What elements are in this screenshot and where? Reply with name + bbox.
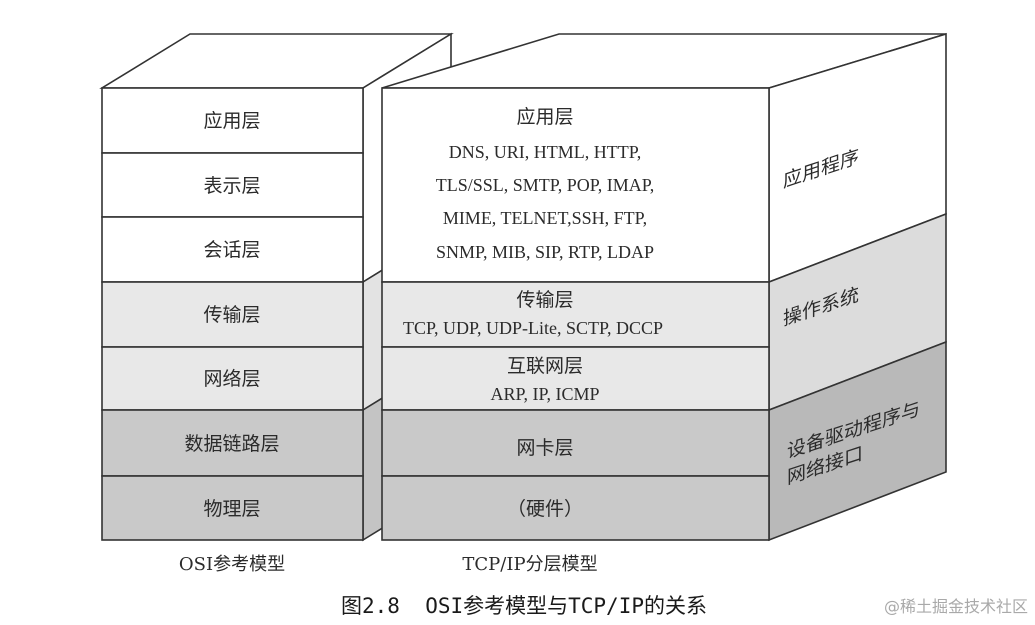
tcpip-layer-transport (381, 281, 770, 348)
osi-layer-label: 网络层 (203, 368, 260, 390)
osi-layer-transport (101, 281, 364, 348)
tcpip-protocol-line: DNS, URI, HTML, HTTP, (449, 142, 642, 162)
osi-layer-application (101, 87, 364, 154)
osi-layer-label: 应用层 (203, 110, 260, 132)
osi-layer-session (101, 216, 364, 283)
tcpip-layer-label: 网卡层 (516, 437, 573, 459)
osi-layer-physical (101, 475, 364, 541)
osi-layer-label: 数据链路层 (184, 433, 279, 455)
osi-layer-label: 物理层 (203, 498, 260, 520)
tcpip-layer-nic (381, 409, 770, 477)
watermark: @稀土掘金技术社区 (884, 597, 1028, 616)
tcpip-layer-label: 互联网层 (507, 355, 583, 377)
osi-layer-network (101, 346, 364, 411)
osi-layer-label: 会话层 (203, 239, 260, 261)
tcpip-layer-label: 传输层 (516, 289, 573, 311)
tcpip-protocol-line: TLS/SSL, SMTP, POP, IMAP, (436, 175, 655, 195)
osi-layer-label: 表示层 (203, 175, 260, 197)
tcpip-layer-internet (381, 346, 770, 411)
osi-layer-presentation (101, 152, 364, 218)
tcpip-layer-label: （硬件） (507, 498, 583, 520)
osi-layer-label: 传输层 (203, 304, 260, 326)
tcpip-layer-application (381, 87, 770, 283)
tcpip-protocol-line: MIME, TELNET,SSH, FTP, (443, 208, 647, 228)
tcpip-protocol-line: SNMP, MIB, SIP, RTP, LDAP (436, 242, 654, 262)
tcpip-layer-hardware (381, 475, 770, 541)
osi-model-caption: OSI参考模型 (179, 554, 285, 575)
tcpip-model-caption: TCP/IP分层模型 (462, 554, 597, 575)
figure-caption: 图2.8 OSI参考模型与TCP/IP的关系 (341, 594, 707, 618)
tcpip-protocol-line: ARP, IP, ICMP (490, 384, 599, 404)
tcpip-protocol-line: TCP, UDP, UDP-Lite, SCTP, DCCP (403, 318, 663, 338)
tcpip-layer-label: 应用层 (516, 106, 573, 128)
